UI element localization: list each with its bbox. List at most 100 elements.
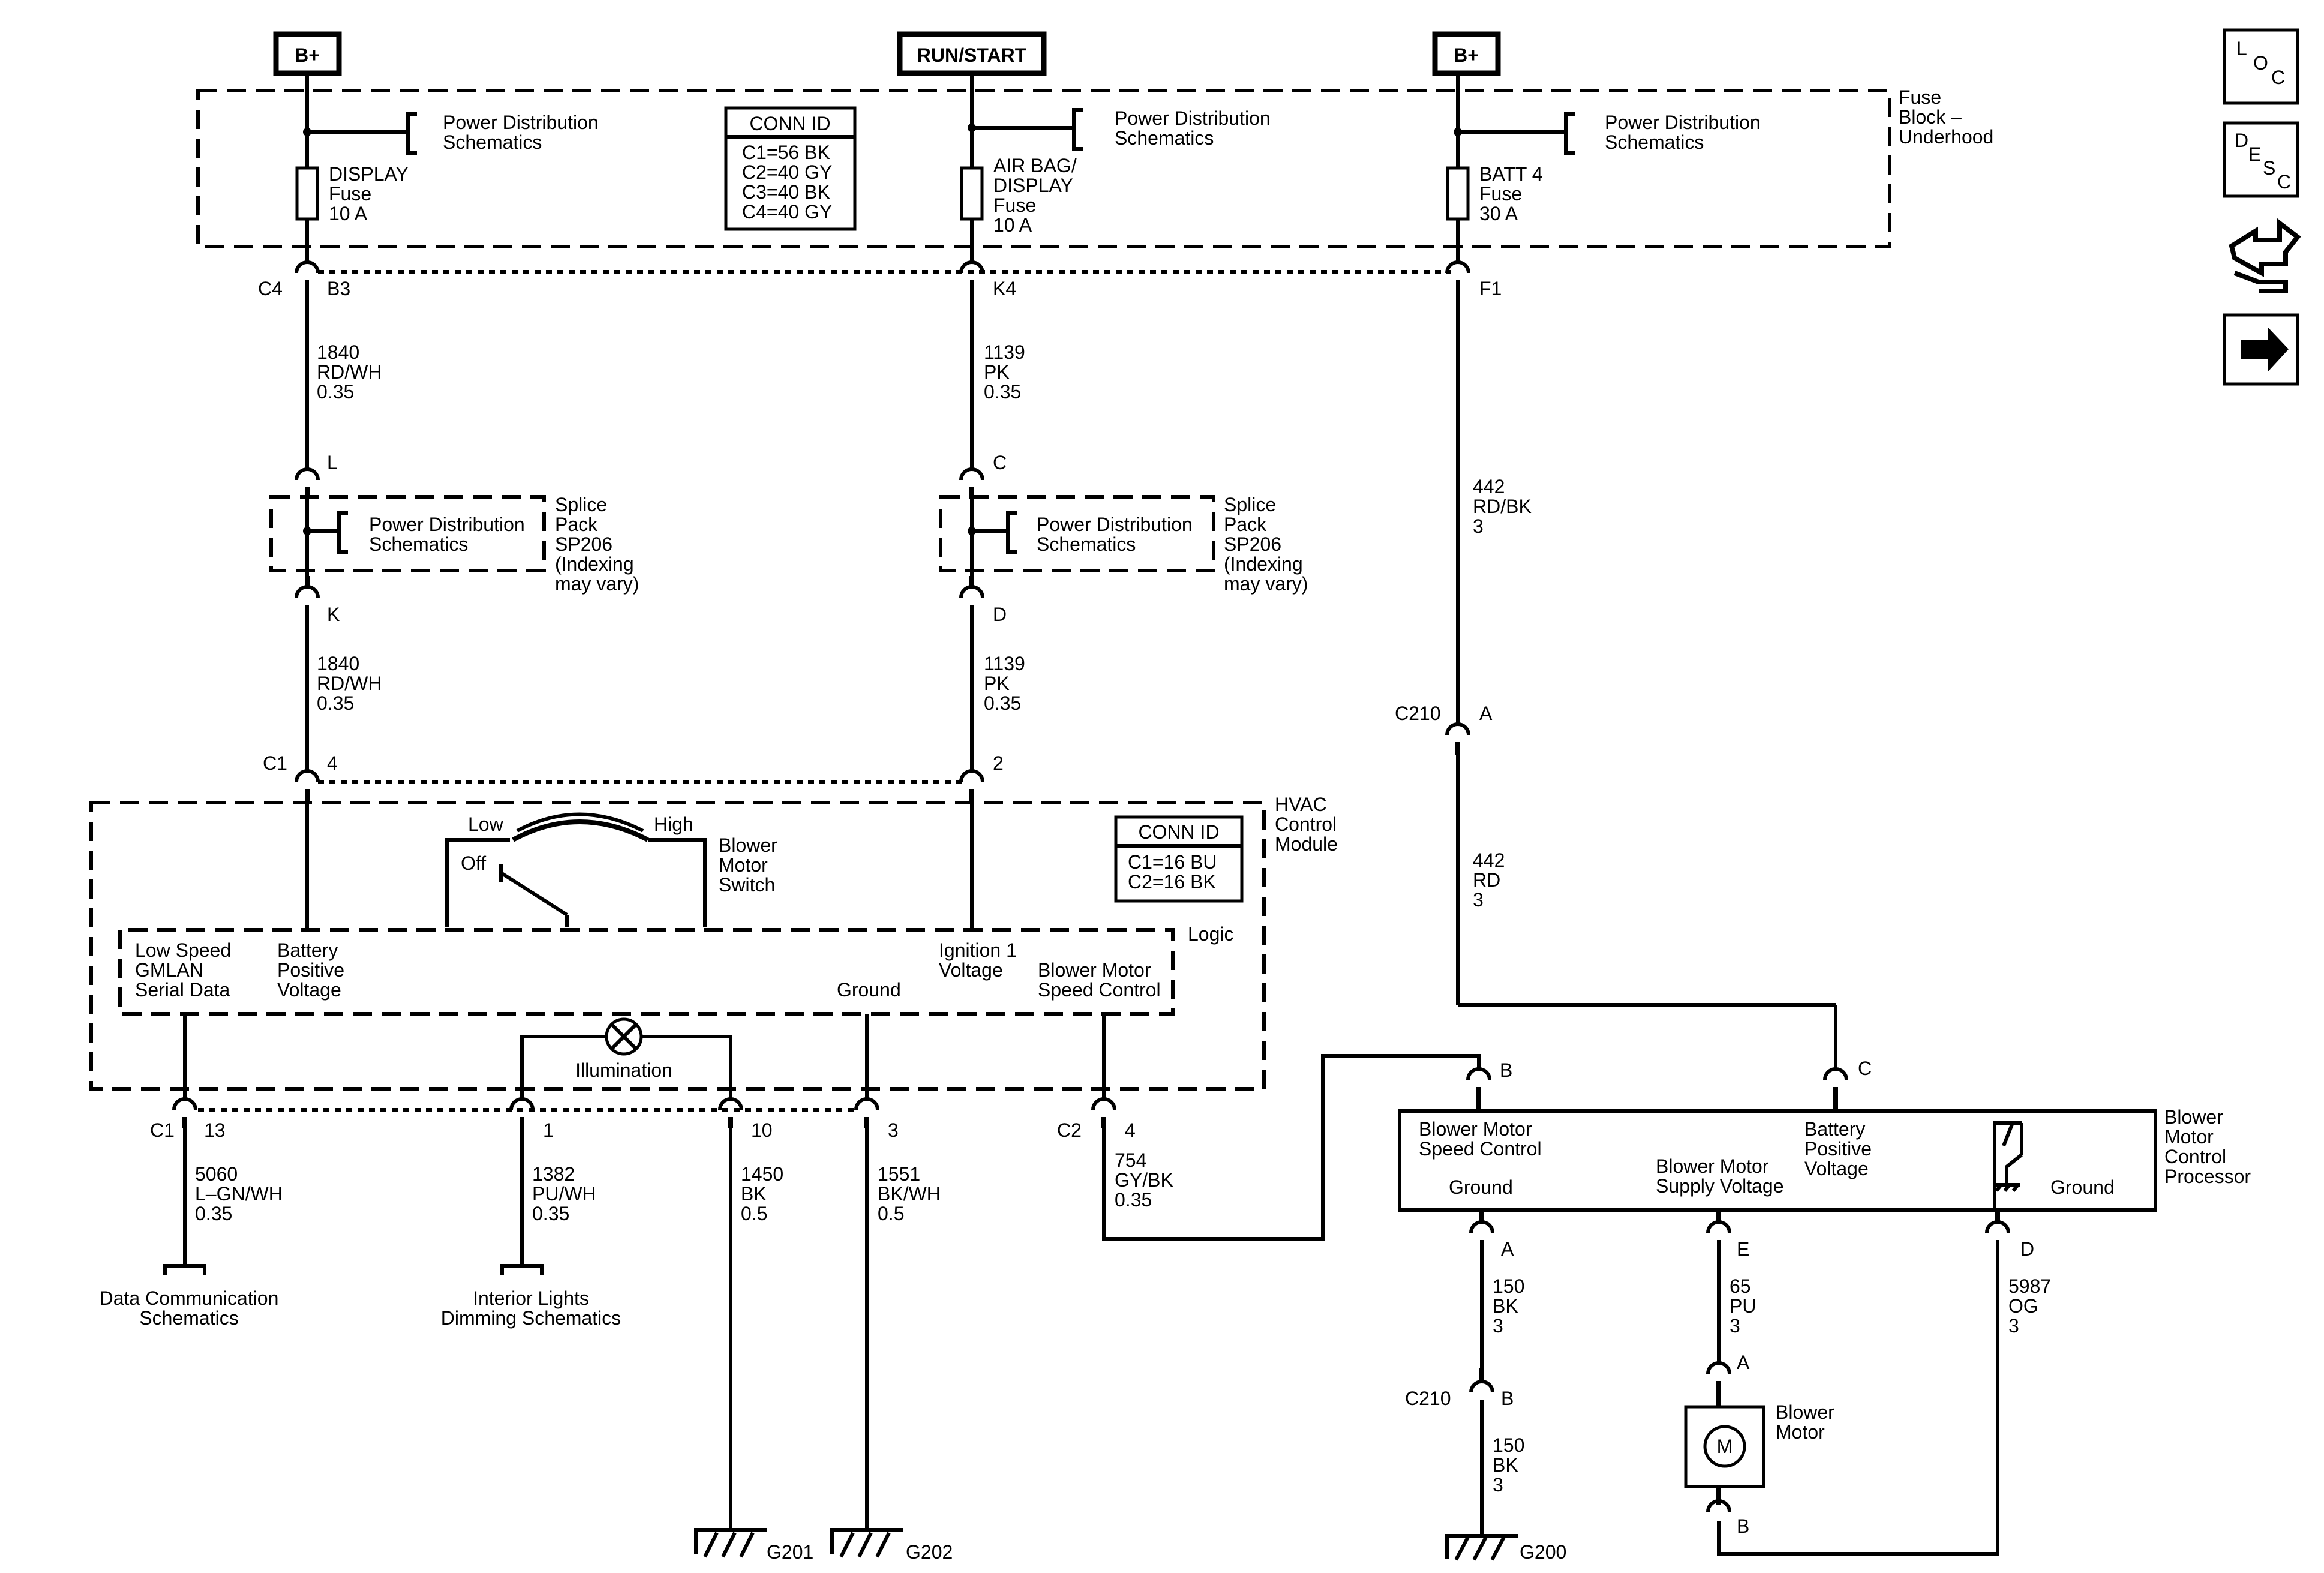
svg-text:Control: Control [2164,1146,2226,1167]
svg-text:S: S [2263,157,2275,179]
svg-text:G200: G200 [1520,1541,1566,1563]
svg-text:Schematics: Schematics [1115,127,1214,149]
svg-text:RUN/START: RUN/START [917,44,1027,66]
svg-text:C: C [2271,67,2285,88]
loc-icon[interactable]: L O C [2223,28,2299,105]
svg-text:RD: RD [1473,869,1500,891]
svg-text:E: E [2248,143,2261,165]
svg-text:E: E [1737,1238,1749,1260]
svg-text:1450: 1450 [741,1163,783,1185]
svg-text:C4: C4 [258,278,283,299]
svg-text:High: High [654,813,693,835]
svg-text:65: 65 [1730,1275,1751,1297]
svg-text:Power Distribution: Power Distribution [369,514,525,535]
svg-text:C210: C210 [1395,703,1441,724]
svg-text:Positive: Positive [1804,1138,1872,1160]
svg-text:Blower Motor: Blower Motor [1419,1118,1532,1140]
svg-text:M: M [1717,1436,1733,1457]
ground-g200: G200 [1445,1534,1566,1563]
svg-text:C1: C1 [150,1119,175,1141]
svg-text:Low: Low [468,813,504,835]
svg-text:1139: 1139 [984,341,1025,363]
middle-circuit [959,73,1083,930]
arrow-right-icon[interactable] [2223,313,2299,386]
svg-text:1382: 1382 [532,1163,575,1185]
svg-text:HVAC: HVAC [1275,794,1327,815]
ground-g202: G202 [830,1528,953,1563]
svg-text:Schematics: Schematics [1037,533,1136,555]
svg-text:C210: C210 [1405,1388,1451,1409]
splice-labels: Power Distribution Schematics Power Dist… [369,494,1308,595]
fuse-block-labels: Power Distribution Schematics Power Dist… [329,86,1993,236]
svg-text:5060: 5060 [195,1163,238,1185]
svg-text:B3: B3 [327,278,350,299]
bottom-left-circuits [163,1054,1491,1530]
svg-text:0.5: 0.5 [741,1203,767,1224]
svg-text:(Indexing: (Indexing [555,553,634,575]
svg-text:Serial Data: Serial Data [135,979,230,1001]
bmcp-wire-labels: 150 BK 3 65 PU 3 5987 OG 3 150 BK 3 [1493,1275,2051,1496]
svg-text:Low Speed: Low Speed [135,939,231,961]
svg-text:3: 3 [888,1119,899,1141]
svg-text:O: O [2253,52,2268,74]
ground-g201: G201 [694,1528,813,1563]
bplus-right-header: B+ [1432,31,1501,76]
svg-text:SP206: SP206 [1224,533,1281,555]
svg-text:may vary): may vary) [555,573,639,595]
svg-text:DISPLAY: DISPLAY [993,175,1073,196]
svg-text:0.35: 0.35 [984,692,1021,714]
connector-labels-top: C4 B3 K4 F1 L K C D C1 4 2 C210 A [258,278,1502,774]
svg-text:L: L [2236,38,2247,59]
svg-text:C: C [2277,171,2291,193]
svg-text:Blower: Blower [1776,1401,1834,1423]
svg-text:10 A: 10 A [329,203,368,224]
svg-text:Motor: Motor [2164,1126,2214,1148]
svg-text:D: D [2235,130,2248,151]
svg-text:A: A [1479,703,1493,724]
svg-text:B: B [1737,1515,1749,1537]
svg-text:Schematics: Schematics [443,131,542,153]
svg-text:C1=16 BU: C1=16 BU [1128,851,1217,873]
bottom-left-labels: C1 13 1 10 3 C2 4 5060 L–GN/WH 0.35 1382… [100,1119,1173,1329]
svg-text:L–GN/WH: L–GN/WH [195,1183,283,1205]
svg-text:Schematics: Schematics [369,533,468,555]
svg-text:B: B [1501,1388,1514,1409]
svg-text:C2=16 BK: C2=16 BK [1128,871,1216,893]
svg-text:Ground: Ground [1449,1176,1513,1198]
bmcp-connector-labels: B C A E D C210 B A B [1405,1058,2034,1537]
svg-text:Dimming Schematics: Dimming Schematics [441,1307,621,1329]
svg-text:0.35: 0.35 [317,381,354,403]
logic-outline [118,928,1175,1016]
svg-text:K4: K4 [993,278,1016,299]
svg-text:Control: Control [1275,813,1337,835]
svg-text:BK/WH: BK/WH [878,1183,941,1205]
svg-text:Supply Voltage: Supply Voltage [1656,1175,1784,1197]
svg-text:Pack: Pack [555,514,598,535]
svg-text:Underhood: Underhood [1899,126,1993,148]
svg-text:150: 150 [1493,1275,1524,1297]
svg-text:OG: OG [2008,1295,2038,1317]
svg-text:4: 4 [1125,1119,1136,1141]
connector-icon[interactable] [2229,218,2301,293]
svg-text:30 A: 30 A [1479,203,1518,224]
svg-text:RD/BK: RD/BK [1473,496,1532,517]
svg-text:Power Distribution: Power Distribution [1115,107,1271,129]
desc-icon[interactable]: D E S C [2223,121,2299,198]
svg-text:Speed Control: Speed Control [1419,1138,1542,1160]
svg-text:Switch: Switch [719,874,775,896]
svg-text:Voltage: Voltage [939,959,1003,981]
svg-text:4: 4 [327,752,338,774]
svg-text:D: D [2020,1238,2034,1260]
svg-text:Power Distribution: Power Distribution [1037,514,1193,535]
svg-text:PK: PK [984,361,1010,383]
svg-text:D: D [993,604,1007,625]
svg-text:SP206: SP206 [555,533,612,555]
svg-text:G202: G202 [906,1541,953,1563]
svg-text:Power Distribution: Power Distribution [1605,112,1761,133]
svg-text:Processor: Processor [2164,1166,2251,1187]
svg-text:Data Communication: Data Communication [100,1287,279,1309]
svg-text:Fuse: Fuse [329,183,371,205]
svg-text:Fuse: Fuse [1899,86,1941,108]
svg-text:Speed Control: Speed Control [1038,979,1161,1001]
svg-text:Block –: Block – [1899,106,1962,128]
